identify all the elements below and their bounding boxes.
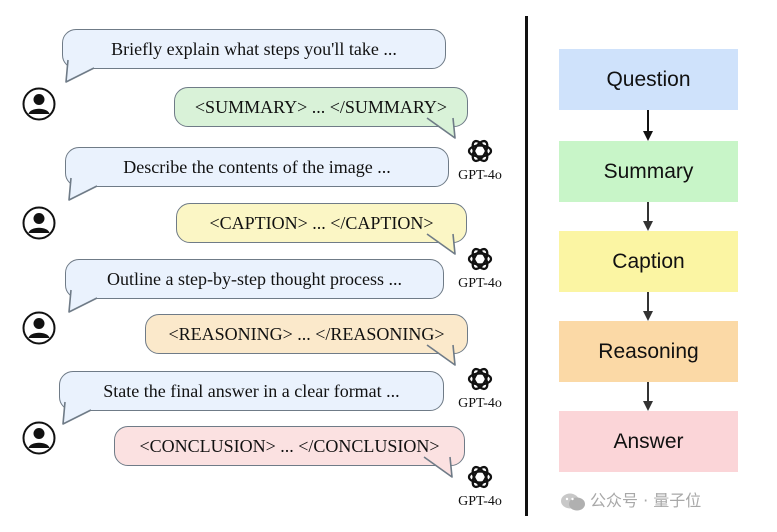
bubble-tail bbox=[65, 59, 95, 83]
watermark: 公众号 · 量子位 bbox=[560, 487, 701, 512]
response-bubble-4: <CONCLUSION> ... </CONCLUSION> bbox=[114, 426, 465, 466]
vertical-divider bbox=[525, 16, 528, 516]
user-avatar-icon bbox=[22, 87, 56, 121]
prompt-bubble-4: State the final answer in a clear format… bbox=[59, 371, 444, 411]
flow-arrow-icon bbox=[643, 382, 653, 411]
bubble-tail bbox=[68, 177, 98, 201]
bubble-tail bbox=[62, 401, 92, 425]
wechat-icon bbox=[561, 493, 585, 510]
openai-logo-icon bbox=[467, 247, 493, 271]
bubble-tail bbox=[68, 289, 98, 313]
flow-step-question: Question bbox=[559, 49, 738, 110]
user-avatar-icon bbox=[22, 311, 56, 345]
flow-arrow-icon bbox=[643, 110, 653, 141]
response-bubble-3: <REASONING> ... </REASONING> bbox=[145, 314, 468, 354]
flow-step-reasoning: Reasoning bbox=[559, 321, 738, 382]
gpt-model-badge: GPT-4o bbox=[453, 462, 507, 510]
gpt-label: GPT-4o bbox=[458, 494, 502, 509]
prompt-bubble-3: Outline a step-by-step thought process .… bbox=[65, 259, 444, 299]
flow-arrow-icon bbox=[643, 292, 653, 321]
gpt-model-badge: GPT-4o bbox=[453, 364, 507, 412]
response-bubble-2: <CAPTION> ... </CAPTION> bbox=[176, 203, 467, 243]
user-avatar-icon bbox=[22, 421, 56, 455]
gpt-label: GPT-4o bbox=[458, 396, 502, 411]
gpt-label: GPT-4o bbox=[458, 276, 502, 291]
flow-step-caption: Caption bbox=[559, 231, 738, 292]
prompt-bubble-1: Briefly explain what steps you'll take .… bbox=[62, 29, 446, 69]
gpt-model-badge: GPT-4o bbox=[453, 244, 507, 292]
response-bubble-1: <SUMMARY> ... </SUMMARY> bbox=[174, 87, 468, 127]
openai-logo-icon bbox=[467, 367, 493, 391]
user-avatar-icon bbox=[22, 206, 56, 240]
flow-arrow-icon bbox=[643, 202, 653, 231]
flow-step-summary: Summary bbox=[559, 141, 738, 202]
bubble-tail bbox=[426, 344, 456, 366]
prompt-bubble-2: Describe the contents of the image ... bbox=[65, 147, 449, 187]
openai-logo-icon bbox=[467, 139, 493, 163]
bubble-tail bbox=[423, 456, 453, 478]
openai-logo-icon bbox=[467, 465, 493, 489]
gpt-model-badge: GPT-4o bbox=[453, 136, 507, 184]
bubble-tail bbox=[426, 117, 456, 139]
bubble-tail bbox=[426, 233, 456, 255]
gpt-label: GPT-4o bbox=[458, 168, 502, 183]
flow-step-answer: Answer bbox=[559, 411, 738, 472]
watermark-text: 公众号 · 量子位 bbox=[590, 491, 702, 510]
